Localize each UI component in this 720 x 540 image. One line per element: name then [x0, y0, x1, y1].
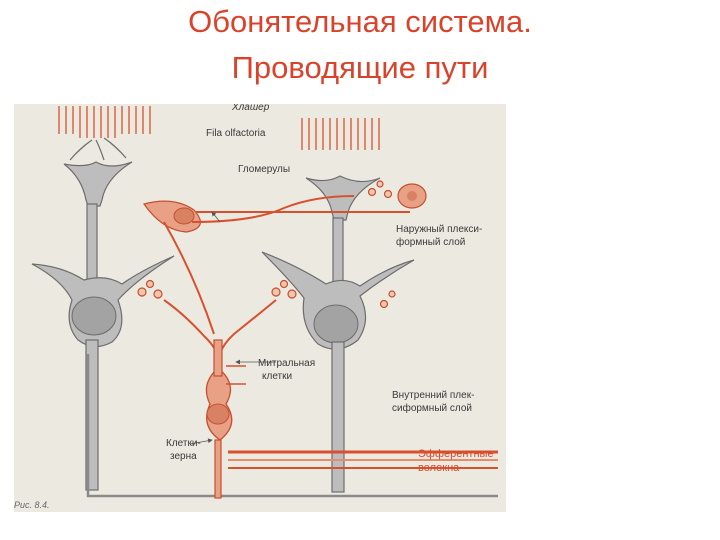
label-granule-2: зерна [170, 451, 197, 462]
label-mitral-2: клетки [262, 371, 293, 382]
neuron-diagram [31, 106, 498, 499]
granule-cell [205, 339, 233, 499]
label-granule-1: Клетки- [166, 438, 201, 449]
figure-caption: Рис. 8.4. [14, 500, 50, 510]
label-efferent-2: волокна [418, 462, 460, 474]
mitral-cell-left [31, 255, 175, 491]
label-efferent-1: Эфферентные [418, 448, 494, 460]
efferent-fibers [226, 365, 498, 469]
label-mitral-1: Митральная [258, 358, 316, 369]
short-axon-fibers [163, 195, 410, 363]
slide-title-line-2: Проводящие пути [231, 50, 489, 85]
label-outer-plexiform-2: формный слой [396, 237, 466, 248]
mitral-axon-left [86, 354, 498, 498]
label-inner-plexiform-2: сиформный слой [392, 403, 472, 414]
label-outer-plexiform-1: Наружный плекси- [396, 224, 483, 235]
olfactory-fila-left [58, 106, 151, 138]
tufted-cell-left [63, 137, 133, 283]
slide-title-line-1: Обонятельная система. [188, 4, 532, 39]
dendritic-tufts [137, 180, 396, 309]
olfactory-fila-right [301, 118, 380, 150]
olfactory-pathway-figure: Хлашер Fila olfactoria Гломерулы Наружны… [14, 104, 506, 512]
label-leader-lines [189, 211, 276, 445]
label-top-author: Хлашер [232, 104, 270, 113]
label-inner-plexiform-1: Внутренний плек- [392, 390, 475, 401]
label-glomeruli: Гломерулы [238, 164, 291, 175]
mitral-cell-right [261, 251, 415, 493]
periglomerular-cell [143, 200, 201, 233]
label-fila-olfactoria: Fila olfactoria [206, 128, 266, 139]
